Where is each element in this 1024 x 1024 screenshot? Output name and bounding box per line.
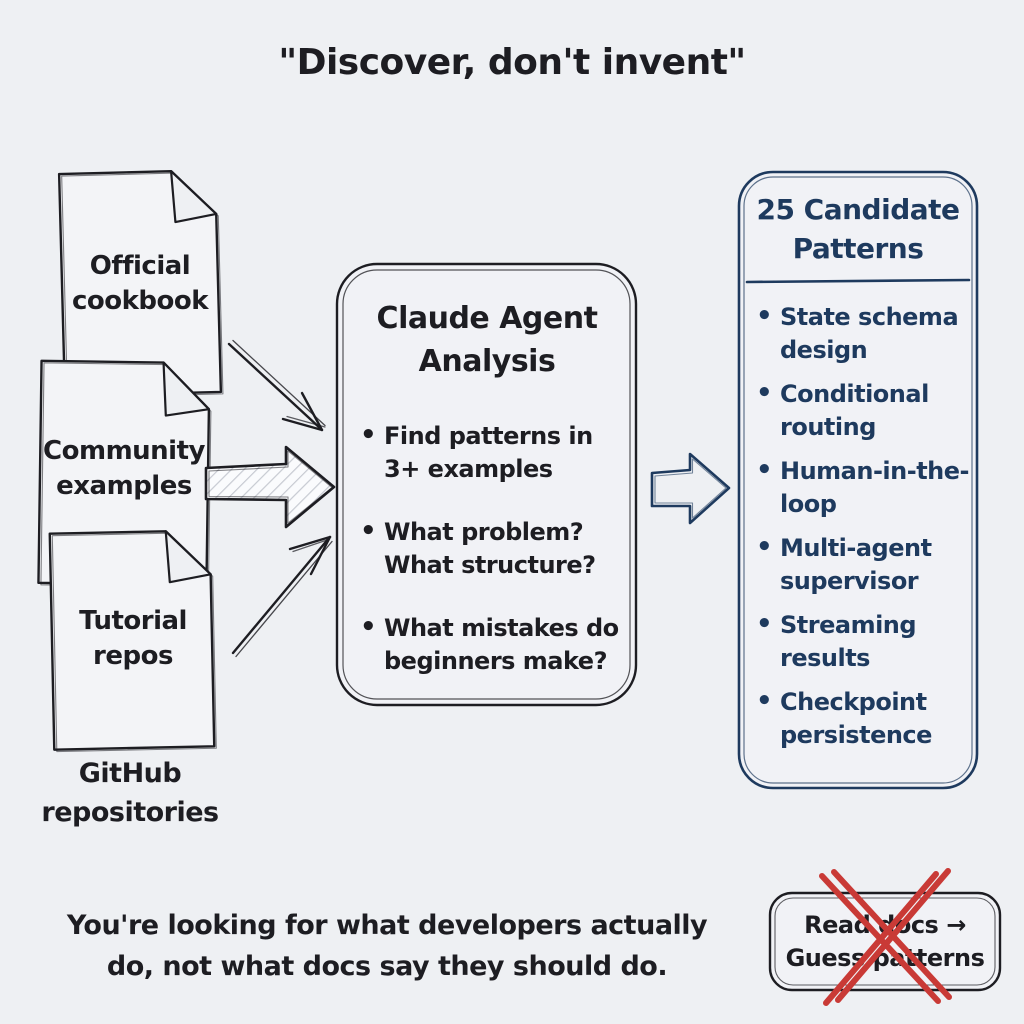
patterns-title-underline xyxy=(745,278,971,284)
document-label-official-cookbook: Official cookbook xyxy=(71,251,209,316)
footer-note: You're looking for what developers actua… xyxy=(66,910,708,982)
analysis-bullet-list: Find patterns in 3+ examples What proble… xyxy=(358,419,630,708)
document-icon-tutorial-repos xyxy=(48,530,217,753)
list-item: State schema design xyxy=(754,300,972,367)
document-icon-official-cookbook xyxy=(57,169,224,399)
anti-pattern-label: Read docs → Guess patterns xyxy=(785,911,985,972)
page-title: "Discover, don't invent" xyxy=(278,42,746,83)
document-label-tutorial-repos: Tutorial repos xyxy=(79,606,187,671)
document-label-community-examples: Community examples xyxy=(43,436,205,501)
patterns-bullet-list: State schema design Conditional routing … xyxy=(754,300,972,763)
arrow-official-to-analysis xyxy=(227,339,326,432)
analysis-box-title: Claude Agent Analysis xyxy=(376,301,598,379)
list-item: Human-in-the- loop xyxy=(754,454,972,521)
documents-caption: GitHub repositories xyxy=(41,758,219,828)
list-item: Find patterns in 3+ examples xyxy=(358,419,630,486)
list-item: Multi-agent supervisor xyxy=(754,531,972,598)
arrow-analysis-to-patterns xyxy=(650,452,731,525)
list-item: What problem? What structure? xyxy=(358,515,630,582)
list-item: Streaming results xyxy=(754,608,972,675)
arrow-tutorial-to-analysis xyxy=(231,535,333,658)
patterns-box-title: 25 Candidate Patterns xyxy=(756,193,960,265)
list-item: Checkpoint persistence xyxy=(754,685,972,752)
document-icon-community-examples xyxy=(37,359,212,588)
list-item: Conditional routing xyxy=(754,377,972,444)
list-item: What mistakes do beginners make? xyxy=(358,611,630,678)
arrow-community-to-analysis xyxy=(204,445,336,529)
